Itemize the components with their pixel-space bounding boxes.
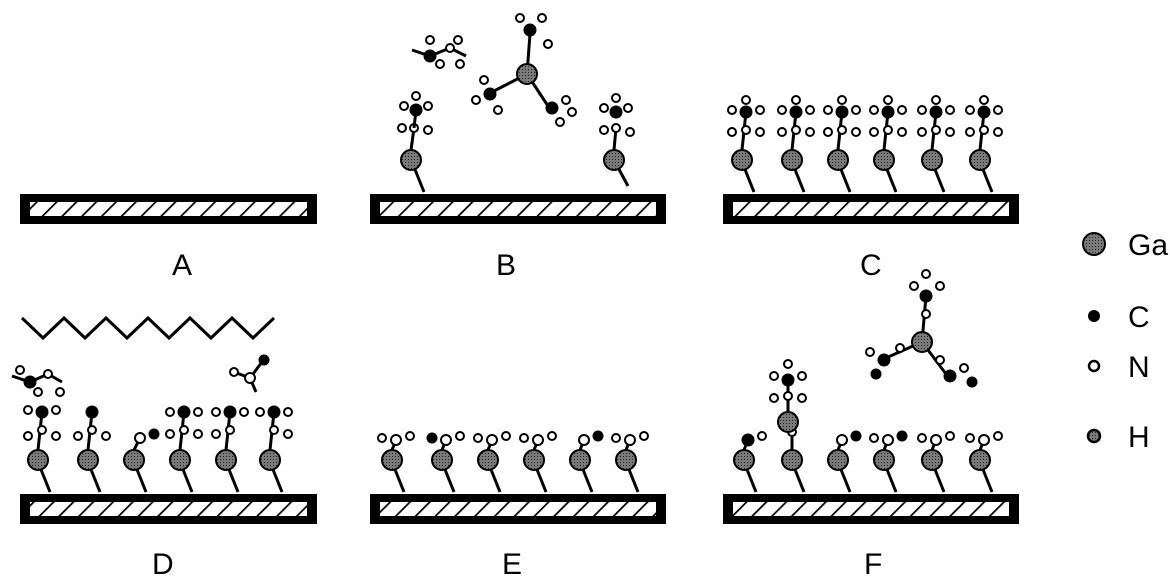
- legend-label-ga: Ga: [1128, 229, 1168, 262]
- panel-label-f: F: [864, 548, 882, 581]
- substrate-b: [370, 194, 666, 224]
- hydrogen-symbol-icon: [1086, 428, 1102, 444]
- panel-d-irradiation: [11, 315, 293, 493]
- zigzag-radiation-icon: [20, 315, 276, 341]
- panel-c-monolayer: [727, 95, 1003, 193]
- substrate-f: [723, 494, 1019, 524]
- substrate-c: [723, 194, 1019, 224]
- panel-label-e: E: [502, 548, 522, 581]
- legend-label-n: N: [1128, 351, 1150, 384]
- panel-label-c: C: [860, 249, 882, 282]
- gallium-symbol-icon: [1082, 232, 1106, 256]
- nitrogen-symbol-icon: [1087, 359, 1101, 373]
- legend-label-h: H: [1128, 421, 1150, 454]
- panel-label-d: D: [152, 548, 174, 581]
- substrate-e: [370, 494, 666, 524]
- panel-f-readsorption: [733, 269, 1003, 493]
- panel-b-molecules: [397, 13, 635, 193]
- panel-label-b: B: [496, 249, 516, 282]
- legend-label-c: C: [1128, 301, 1150, 334]
- panel-label-a: A: [172, 249, 192, 282]
- panel-e-surface: [377, 430, 649, 493]
- legend: Ga C N H: [1082, 229, 1168, 454]
- substrate-a: [20, 194, 317, 224]
- substrate-d: [20, 494, 317, 524]
- carbon-symbol-icon: [1088, 310, 1100, 322]
